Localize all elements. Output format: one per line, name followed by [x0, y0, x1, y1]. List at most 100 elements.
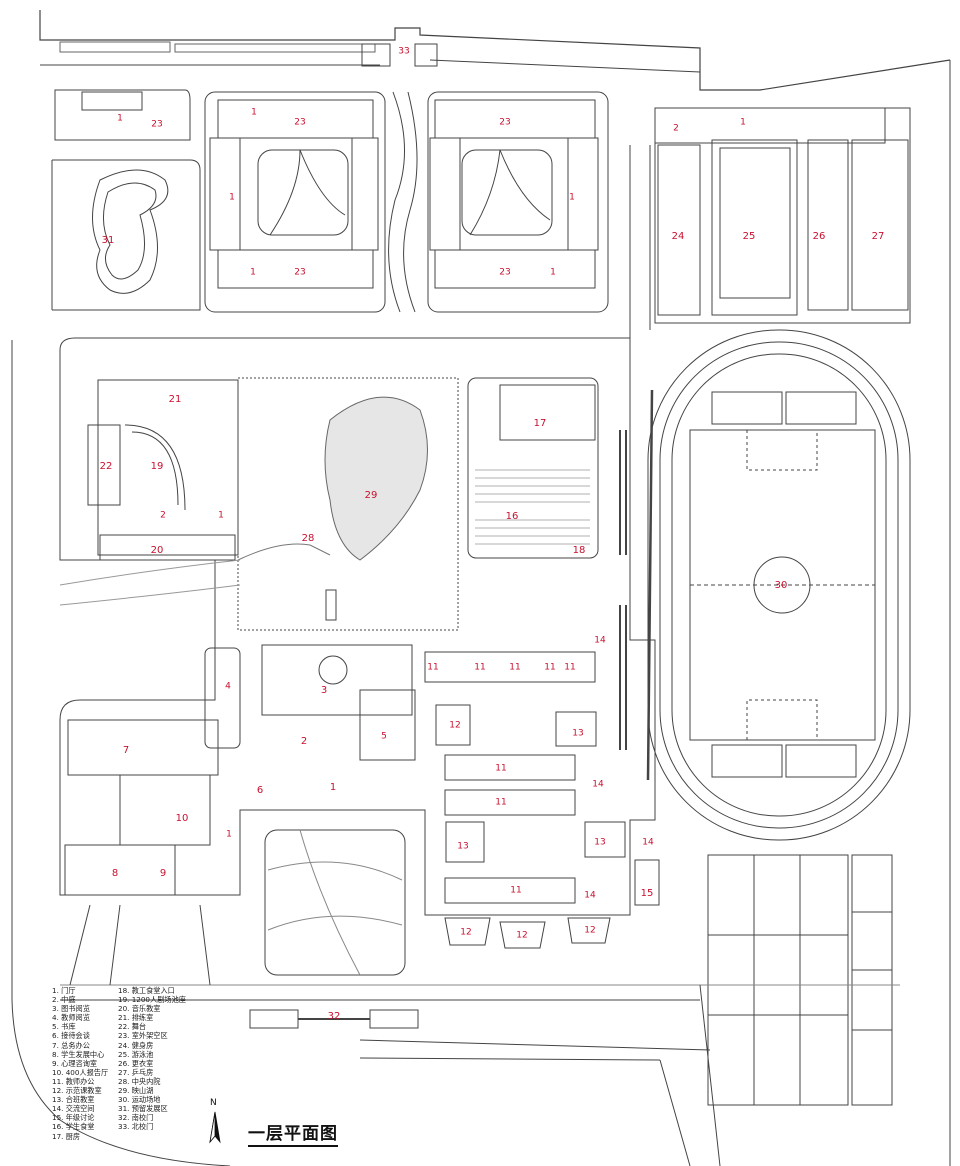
legend-item: 6. 接待会谈 — [52, 1031, 90, 1041]
room-label: 4 — [225, 682, 231, 692]
room-label: 12 — [584, 926, 595, 936]
legend-item: 29. 映山湖 — [118, 1086, 154, 1096]
legend-item: 1. 门厅 — [52, 986, 76, 995]
gym — [657, 144, 701, 316]
room-label: 12 — [449, 721, 460, 731]
room-label: 1 — [550, 268, 556, 278]
legend-column-2: 18. 教工食堂入口 19. 1200人剧场池座 20. 音乐教室 21. 排练… — [118, 986, 238, 1132]
room-label: 3 — [321, 685, 327, 696]
room-label: 13 — [457, 842, 468, 852]
south-gate-east — [369, 1009, 419, 1029]
legend-item: 28. 中央内院 — [118, 1076, 161, 1086]
room-label: 11 — [544, 663, 555, 673]
room-label: 23 — [294, 268, 305, 278]
pool-hall — [711, 139, 798, 316]
room-label: 8 — [112, 868, 118, 879]
legend-item: 5. 书库 — [52, 1022, 76, 1032]
teaching-block-west — [204, 91, 386, 313]
room-label: 15 — [641, 888, 654, 899]
room-label: 13 — [572, 729, 583, 739]
legend-item: 33. 北校门 — [118, 1122, 154, 1132]
track-outer — [647, 329, 911, 841]
room-label: 32 — [328, 1011, 341, 1022]
room-label: 6 — [257, 785, 263, 796]
room-label: 30 — [775, 580, 788, 591]
room-label: 18 — [573, 545, 586, 556]
room-label: 7 — [123, 745, 129, 756]
room-label: 11 — [509, 663, 520, 673]
room-label: 27 — [872, 231, 885, 242]
legend-item: 10. 400人报告厅 — [52, 1067, 109, 1077]
room-label: 23 — [294, 118, 305, 128]
legend-item: 13. 合班教室 — [52, 1095, 95, 1105]
legend-item: 26. 更衣室 — [118, 1058, 154, 1068]
room-label: 1 — [569, 193, 575, 203]
room-label: 31 — [102, 235, 115, 246]
legend-item: 20. 音乐教室 — [118, 1004, 161, 1014]
canteen — [467, 377, 599, 559]
room-label: 21 — [169, 394, 182, 405]
room-label: 23 — [499, 268, 510, 278]
room-label: 2 — [673, 124, 679, 134]
room-label: 24 — [672, 231, 685, 242]
room-label: 26 — [813, 231, 826, 242]
plan-title: 一层平面图 — [248, 1124, 338, 1147]
legend-item: 31. 预留发展区 — [118, 1104, 168, 1114]
legend: 1. 门厅 2. 中庭 3. 图书阅览 4. 教师阅览 5. 书库 6. 接待会… — [52, 986, 292, 1158]
legend-item: 30. 运动场地 — [118, 1095, 161, 1105]
court-grid — [707, 854, 849, 1106]
legend-item: 18. 教工食堂入口 — [118, 986, 175, 995]
room-label: 1 — [226, 830, 232, 840]
room-label: 1 — [229, 193, 235, 203]
legend-item: 21. 排练室 — [118, 1013, 154, 1023]
legend-item: 19. 1200人剧场池座 — [118, 995, 186, 1005]
room-label: 11 — [495, 764, 506, 774]
legend-item: 25. 游泳池 — [118, 1049, 154, 1059]
room-label: 14 — [594, 636, 606, 646]
classroom-row-2 — [444, 754, 576, 781]
room-label: 14 — [592, 780, 604, 790]
classroom-row-1 — [424, 651, 596, 683]
legend-item: 24. 健身房 — [118, 1040, 154, 1050]
legend-item: 4. 教师阅览 — [52, 1013, 90, 1023]
legend-item: 11. 教师办公 — [52, 1076, 95, 1086]
room-label: 2 — [160, 511, 166, 521]
south-plaza — [264, 829, 406, 976]
room-label: 9 — [160, 868, 166, 879]
room-label: 13 — [594, 838, 605, 848]
legend-item: 14. 交流空间 — [52, 1104, 95, 1114]
room-label: 14 — [584, 891, 596, 901]
room-label: 14 — [642, 838, 654, 848]
room-label: 11 — [564, 663, 575, 673]
room-label: 23 — [499, 118, 510, 128]
room-label: 25 — [743, 231, 756, 242]
north-arrow-icon — [209, 1111, 221, 1144]
room-label: 19 — [151, 461, 164, 472]
site-boundary — [39, 10, 951, 91]
main-building-outline — [59, 337, 656, 916]
library — [261, 644, 413, 716]
legend-item: 17. 厨房 — [52, 1131, 81, 1141]
room-label: 20 — [151, 545, 164, 556]
room-label: 1 — [117, 114, 123, 124]
room-label: 23 — [151, 120, 162, 130]
room-label: 16 — [506, 511, 519, 522]
legend-item: 15. 年级讨论 — [52, 1113, 95, 1123]
legend-item: 27. 乒乓房 — [118, 1067, 154, 1077]
legend-item: 9. 心理咨询室 — [52, 1058, 98, 1068]
legend-item: 8. 学生发展中心 — [52, 1049, 105, 1059]
north-label: N — [210, 1098, 217, 1108]
theatre — [97, 379, 239, 556]
room-label: 11 — [474, 663, 485, 673]
room-label: 12 — [516, 931, 527, 941]
room-label: 10 — [176, 813, 189, 824]
room-label: 33 — [398, 47, 409, 57]
central-courtyard — [237, 377, 459, 631]
legend-item: 7. 总务办公 — [52, 1040, 90, 1050]
room-label: 22 — [100, 461, 113, 472]
room-label: 1 — [330, 782, 336, 793]
room-label: 29 — [365, 490, 378, 501]
legend-item: 3. 图书阅览 — [52, 1004, 90, 1014]
